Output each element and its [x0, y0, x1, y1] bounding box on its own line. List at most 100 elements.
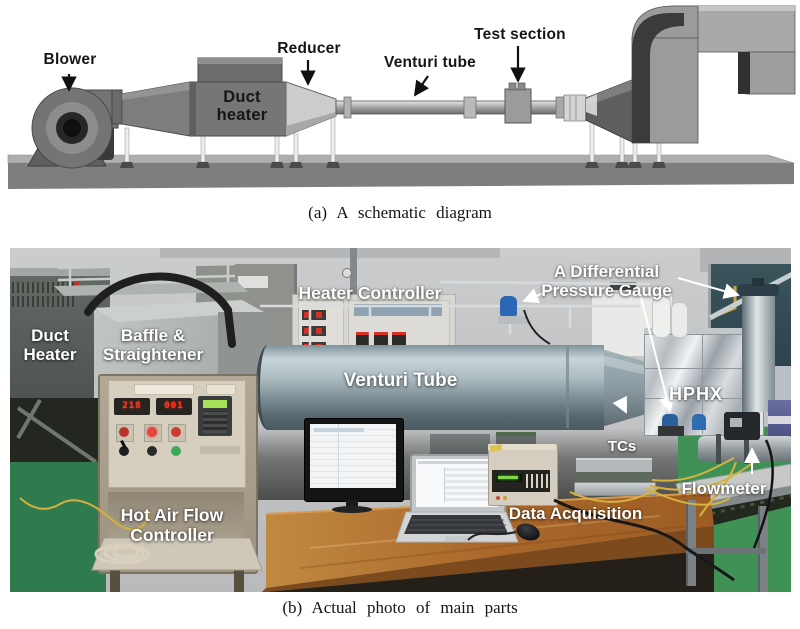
led-display-left: 218 — [114, 398, 150, 415]
cabinet-leg — [110, 570, 120, 592]
caption-a: (a) A schematic diagram — [308, 203, 492, 222]
monitor-screen — [310, 424, 396, 488]
label-blower: Blower — [43, 51, 97, 68]
hphx-strap — [644, 328, 762, 336]
hc-led-row2 — [302, 326, 326, 336]
photo-label-heater-controller: Heater Controller — [298, 283, 442, 303]
hc-led-row1 — [302, 310, 326, 320]
vent-slots — [12, 296, 74, 307]
duct-heater-cap — [10, 268, 110, 276]
coiled-cable — [94, 543, 150, 565]
label-venturi-tube: Venturi tube — [384, 54, 476, 71]
sensor-cable — [523, 309, 551, 345]
white-insulation — [671, 302, 688, 338]
flowmeter-display — [730, 418, 742, 427]
temp-controller-keypad — [203, 411, 227, 433]
outlet-diffuser — [563, 79, 633, 143]
photo-label-hphx: HPHX — [668, 384, 723, 404]
daq-button-orange — [503, 496, 507, 500]
schematic-panel: Blower Reducer Venturi tube Test section… — [0, 0, 800, 200]
dp-transmitter-hphx — [662, 414, 678, 428]
panel-logo — [206, 384, 236, 395]
test-section-block — [504, 82, 532, 124]
cabinet-leg — [234, 570, 244, 592]
photo-label-data-acquisition: Data Acquisition — [508, 504, 643, 523]
floor-wire — [19, 497, 151, 531]
support-legs — [120, 115, 666, 168]
venturi-pipe — [335, 96, 565, 119]
tc-box-interior — [576, 472, 652, 484]
hphx-seam — [644, 398, 762, 399]
daq-top — [488, 444, 556, 450]
monitor-screen-header — [314, 428, 364, 432]
hc-display — [392, 332, 406, 345]
black-cable-2 — [752, 439, 774, 549]
ceiling-beam — [160, 248, 500, 258]
mouse-cable — [467, 531, 517, 541]
photo-label-dp-gauge: A Differential Pressure Gauge — [541, 262, 672, 301]
exhaust-elbow-duct — [631, 5, 796, 144]
table-leg — [686, 500, 696, 586]
thermocouple-wires — [569, 457, 755, 517]
blue-transmitter — [692, 414, 706, 430]
cylinder-seam — [566, 347, 569, 428]
laptop-toolbar — [418, 461, 496, 464]
pipe-coupling — [716, 434, 721, 464]
hc-led — [316, 328, 322, 334]
red-lamp — [171, 427, 181, 437]
daq-buttons — [526, 474, 548, 488]
photo-label-venturi-tube: Venturi Tube — [343, 370, 458, 391]
toggle-switch — [119, 446, 129, 456]
panel-nameplate — [134, 384, 194, 395]
venturi-tube-cylinder — [256, 345, 604, 430]
floor-green-left — [10, 462, 106, 592]
red-tag — [74, 280, 79, 287]
caption-b: (b) Actual photo of main parts — [282, 598, 518, 617]
led-display-right: 001 — [156, 398, 192, 415]
white-insulation — [652, 296, 671, 338]
table-crossbar — [686, 548, 766, 554]
red-lamp — [147, 427, 157, 437]
rear-cabinet-label — [238, 276, 268, 288]
tray-rungs — [681, 494, 791, 522]
photo-foreground — [19, 277, 774, 582]
label-test-section: Test section — [474, 26, 566, 43]
led-value-left: 218 — [122, 401, 142, 411]
desk-front — [262, 526, 714, 592]
laptop-spreadsheet — [444, 468, 491, 502]
daq-button-red — [496, 496, 500, 500]
under-desk — [266, 550, 714, 592]
terminal-strip — [200, 446, 240, 454]
laptop-touchpad — [444, 536, 474, 541]
photo-label-flowmeter: Flowmeter — [681, 479, 767, 498]
door-sign — [610, 282, 636, 290]
hphx-seam — [644, 368, 762, 369]
inlet-cone — [121, 81, 191, 137]
dp-transmitter-venturi — [500, 296, 517, 316]
hc-display — [356, 332, 370, 345]
daq-display-text — [498, 476, 518, 479]
wall-pipe — [350, 248, 357, 304]
green-button — [171, 446, 181, 456]
hc-led — [304, 312, 310, 318]
photo-panel: 218 001 — [10, 248, 791, 592]
flow-straightener-cylinder — [742, 292, 775, 412]
dp-bracket — [498, 316, 528, 324]
tc-box-back — [576, 458, 652, 476]
photo-arrows — [522, 277, 760, 474]
standard-air-band — [768, 416, 791, 424]
schematic-arrows — [61, 46, 526, 97]
photo-label-duct-heater: Duct Heater — [23, 326, 77, 365]
hc-led — [316, 312, 322, 318]
cylinder-cap — [738, 284, 779, 296]
black-knob — [147, 446, 157, 456]
schematic-drawing — [7, 5, 796, 189]
cap-knob — [752, 278, 764, 286]
photo-label-baffle-straightener: Baffle & Straightener — [102, 326, 204, 365]
wood-grain — [299, 525, 691, 569]
blower — [27, 87, 123, 169]
monitor-neck — [346, 500, 358, 508]
photo-label-tcs: TCs — [607, 438, 637, 455]
label-reducer: Reducer — [277, 40, 341, 57]
dp-transmitter-body — [658, 426, 684, 436]
